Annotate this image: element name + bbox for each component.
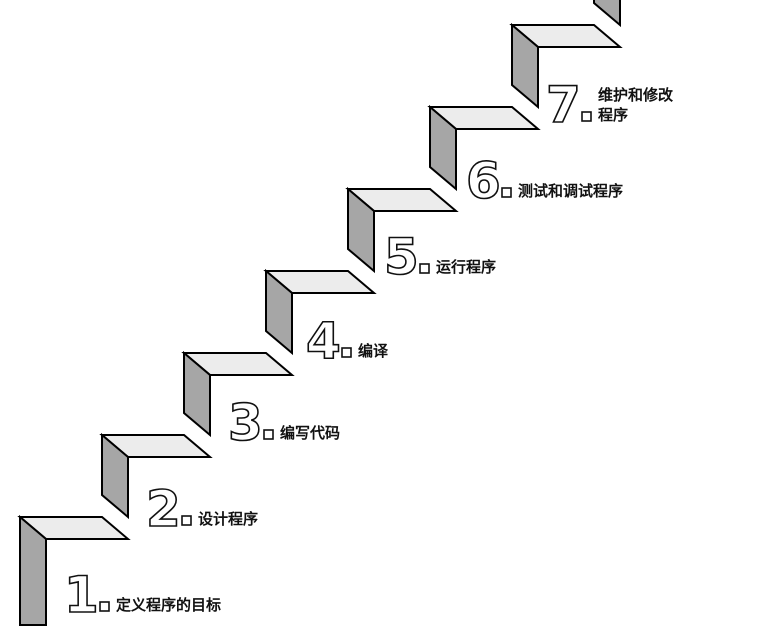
step-number: 2 <box>146 480 179 538</box>
step-5: 5 运行程序 <box>384 228 496 286</box>
step-label-line: 定义程序的目标 <box>116 596 221 614</box>
step-2: 2 设计程序 <box>146 480 258 538</box>
step-label-line: 维护和修改 <box>598 86 674 104</box>
stair-riser-8 <box>594 0 620 25</box>
step-number: 6 <box>466 152 499 210</box>
step-label-line: 测试和调试程序 <box>518 182 623 200</box>
step-6: 6 测试和调试程序 <box>466 152 623 210</box>
bullet-square-icon <box>502 188 511 197</box>
step-number: 5 <box>384 228 417 286</box>
step-number: 4 <box>306 312 339 370</box>
step-number: 7 <box>546 76 579 134</box>
bullet-square-icon <box>100 602 109 611</box>
bullet-square-icon <box>182 516 191 525</box>
step-number: 3 <box>228 394 261 452</box>
step-label-line: 程序 <box>598 106 628 124</box>
step-1: 1 定义程序的目标 <box>64 566 221 624</box>
step-annotations: 1 定义程序的目标 2 设计程序 3 编写代码 4 编译 5 运行程序 6 测试和调试程序 7 维护和修改… <box>64 76 674 624</box>
bullet-square-icon <box>582 112 591 121</box>
step-number: 1 <box>64 566 97 624</box>
step-label-line: 设计程序 <box>198 510 258 528</box>
bullet-square-icon <box>264 430 273 439</box>
bullet-square-icon <box>420 264 429 273</box>
step-label-line: 编写代码 <box>280 424 340 442</box>
step-label-line: 编译 <box>358 342 389 360</box>
step-3: 3 编写代码 <box>228 394 340 452</box>
bullet-square-icon <box>342 348 351 357</box>
step-label-line: 运行程序 <box>436 258 496 276</box>
step-4: 4 编译 <box>306 312 389 370</box>
